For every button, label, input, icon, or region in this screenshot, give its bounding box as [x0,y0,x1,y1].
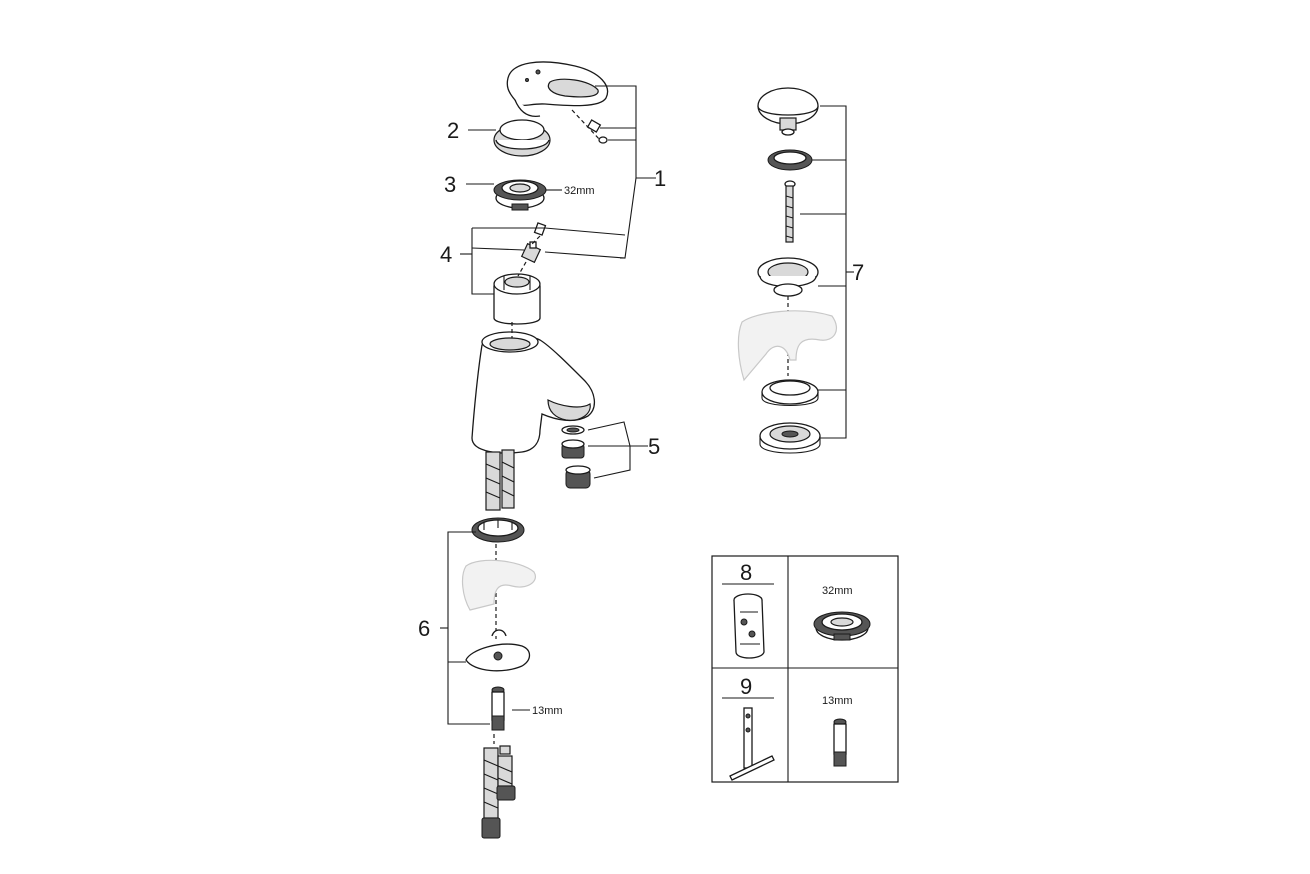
cartridge-screw [533,222,547,236]
callout-6: 6 [418,616,430,641]
drain-flange [757,257,819,297]
set-screw [586,119,608,144]
dimension-nut-box: 32mm [822,585,853,597]
valve-13mm-spare [833,718,847,767]
wrench-tool [729,707,775,781]
drain-plug-cap [757,87,819,136]
supply-hoses-lower [481,734,516,839]
cover-cap [493,119,551,157]
callout-5: 5 [648,434,660,459]
aerator-insert [561,439,585,459]
callout-2: 2 [447,118,459,143]
threaded-nut [493,179,547,211]
lever-handle [506,61,609,118]
callout-7: 7 [852,260,864,285]
drain-nut [759,422,821,454]
dimension-valve-box: 13mm [822,695,853,707]
bracket-4 [460,227,545,295]
aerator-housing [565,465,591,489]
nut-32mm-spare [813,611,871,641]
countertop-ghost [461,559,536,611]
bracket-1 [544,85,656,259]
drain-lock-ring [761,379,819,406]
cartridge-tool [733,593,765,659]
callout-4: 4 [440,242,452,267]
bracket-6 [440,531,490,725]
cartridge-stem [520,241,542,264]
drain-rod [784,180,796,243]
callout-1: 1 [654,166,666,191]
bracket-7 [800,105,854,439]
callout-9: 9 [740,674,752,699]
callout-3: 3 [444,172,456,197]
basin-ghost [737,310,837,382]
mounting-ring [471,517,525,543]
aerator-washer [561,425,585,435]
callout-8: 8 [740,560,752,585]
drain-seal-ring [767,149,813,171]
cartridge [493,273,541,325]
mounting-plate [465,629,531,672]
spare-parts-table [711,555,899,783]
supply-hoses-upper [485,449,515,511]
dimension-nut-main: 32mm [564,185,595,197]
faucet-body [471,331,595,454]
dimension-valve-main: 13mm [532,705,563,717]
valve-13mm [491,686,505,731]
bracket-5 [587,421,648,479]
